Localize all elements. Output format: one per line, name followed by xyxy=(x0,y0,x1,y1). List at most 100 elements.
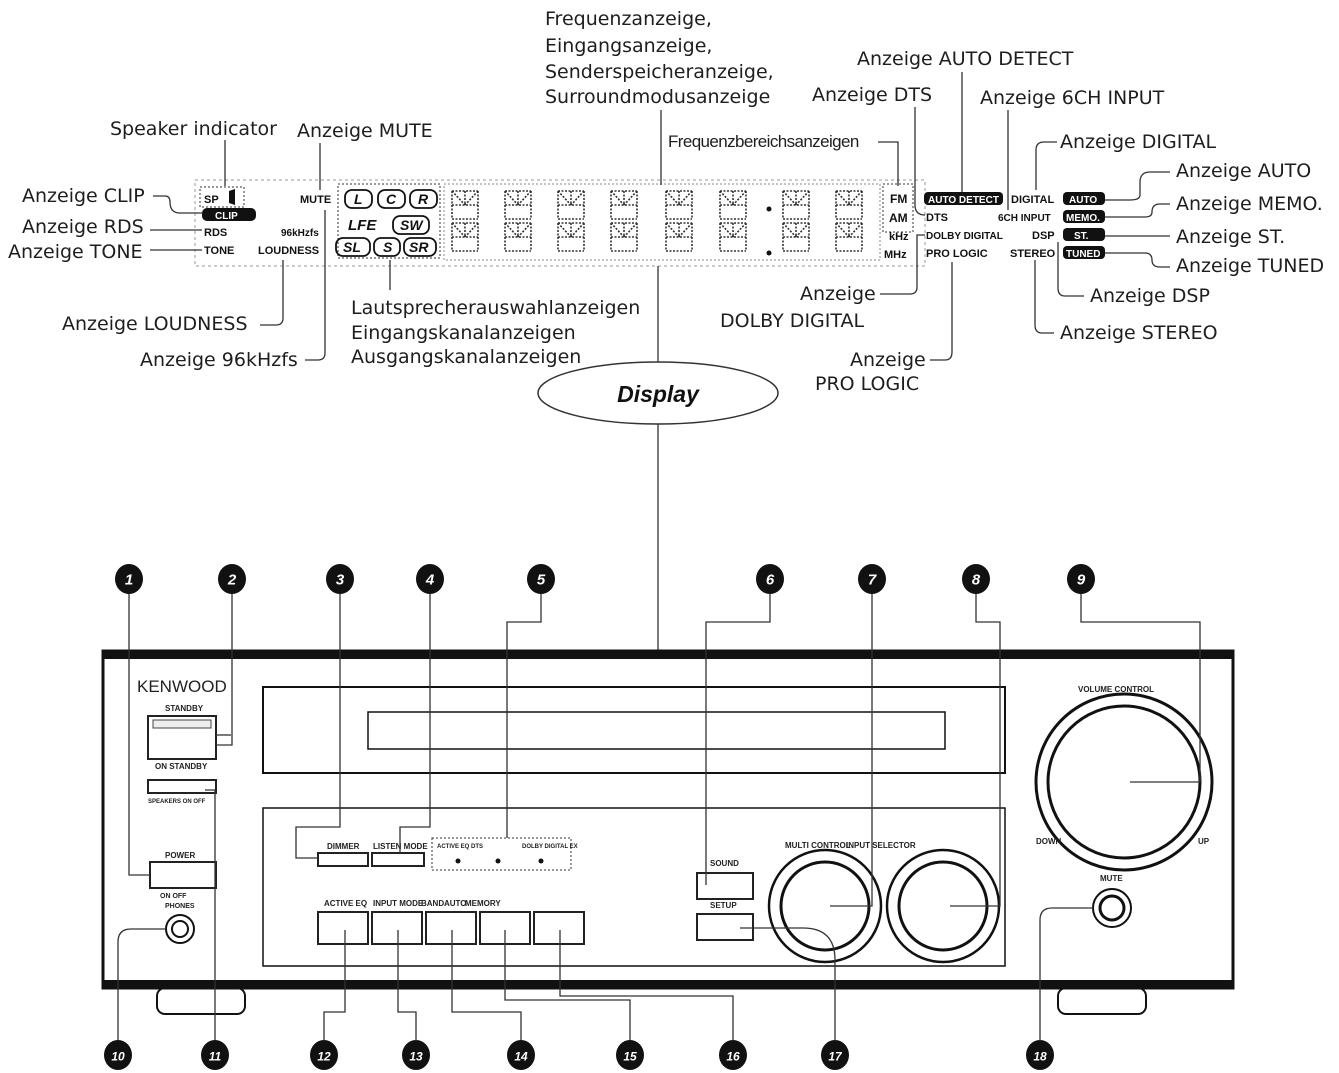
label-tone: Anzeige TONE xyxy=(8,241,143,263)
segment-digit xyxy=(557,190,585,220)
segment-digit xyxy=(665,222,693,252)
auto-indicator: AUTO xyxy=(1069,195,1097,206)
label-auto: Anzeige AUTO xyxy=(1176,160,1311,182)
active-eq-led xyxy=(455,858,461,864)
listen-mode-label: LISTEN MODE xyxy=(373,842,428,851)
volume-control-label: VOLUME CONTROL xyxy=(1078,685,1154,694)
label-dolby-2: DOLBY DIGITAL xyxy=(720,310,865,332)
stereo-indicator: STEREO xyxy=(1010,248,1056,260)
callout-badge-7: 7 xyxy=(858,564,886,594)
callout-badge-5: 5 xyxy=(527,564,555,594)
callout-number: 18 xyxy=(1033,1050,1047,1064)
label-freq-2: Eingangsanzeige, xyxy=(545,35,712,57)
callout-badge-13: 13 xyxy=(402,1040,430,1070)
label-6ch-input: Anzeige 6CH INPUT xyxy=(980,87,1165,109)
active-eq-button[interactable] xyxy=(317,911,369,945)
display-callout-label: Display xyxy=(617,381,700,407)
label-loudness: Anzeige LOUDNESS xyxy=(62,313,248,335)
phones-label: PHONES xyxy=(165,903,195,910)
label-rds: Anzeige RDS xyxy=(22,216,144,238)
segment-digit xyxy=(451,190,479,220)
segment-digit xyxy=(610,222,638,252)
callout-badge-16: 16 xyxy=(719,1040,747,1070)
speakers-button[interactable] xyxy=(147,779,217,794)
setup-button[interactable] xyxy=(696,913,754,941)
label-prologic-1: Anzeige xyxy=(850,349,926,371)
display-panel: SP MUTE CLIP RDS TONE 96kHzfs LOUDNESS L… xyxy=(194,179,1105,267)
segment-digit xyxy=(835,190,863,220)
label-speaker-3: Ausgangskanalanzeigen xyxy=(351,346,581,368)
callout-badge-14: 14 xyxy=(507,1040,535,1070)
callout-number: 12 xyxy=(317,1050,331,1064)
am-indicator: AM xyxy=(889,211,908,225)
loudness-indicator: LOUDNESS xyxy=(258,245,319,257)
channel-indicators: L C R LFE SW SL S SR xyxy=(335,189,438,257)
dimmer-button[interactable] xyxy=(317,852,369,867)
mute-indicator: MUTE xyxy=(300,194,331,206)
phones-jack[interactable] xyxy=(165,914,195,944)
listen-mode-button[interactable] xyxy=(371,852,425,867)
power-onoff-label: ON OFF xyxy=(160,893,187,900)
label-freq-3: Senderspeicheranzeige, xyxy=(545,61,774,83)
ch-c: C xyxy=(386,191,397,207)
label-speaker-2: Eingangskanalanzeigen xyxy=(351,322,576,344)
label-96khz: Anzeige 96kHzfs xyxy=(140,349,298,371)
ch-lfe: LFE xyxy=(348,217,377,234)
callout-number: 5 xyxy=(537,572,546,589)
standby-top-label: STANDBY xyxy=(165,704,204,713)
power-button[interactable] xyxy=(149,861,217,889)
segment-digit xyxy=(665,190,693,220)
callout-badge-15: 15 xyxy=(616,1040,644,1070)
callout-badge-4: 4 xyxy=(416,564,444,594)
standby-bottom-label: ON STANDBY xyxy=(155,762,208,771)
pro-logic-indicator: PRO LOGIC xyxy=(926,248,988,260)
callout-badge-10: 10 xyxy=(104,1040,132,1070)
callout-number: 14 xyxy=(514,1050,528,1064)
callout-badge-6: 6 xyxy=(756,564,784,594)
label-dts: Anzeige DTS xyxy=(812,84,932,106)
ch-sl: SL xyxy=(343,239,361,255)
band-button[interactable] xyxy=(425,911,477,945)
callout-badge-9: 9 xyxy=(1067,564,1095,594)
display-callout-labels: Speaker indicator Anzeige MUTE Anzeige C… xyxy=(8,8,1324,395)
segment-digit xyxy=(719,222,747,252)
segment-digit xyxy=(451,222,479,252)
front-panel: KENWOOD STANDBY ON STANDBY SPEAKERS ON O… xyxy=(101,649,1235,1015)
callout-number: 7 xyxy=(868,572,877,589)
label-speaker-1: Lautsprecherauswahlanzeigen xyxy=(351,297,640,319)
ch-r: R xyxy=(418,191,429,207)
label-dsp: Anzeige DSP xyxy=(1090,285,1210,307)
tuned-indicator: TUNED xyxy=(1066,249,1100,260)
input-mode-button[interactable] xyxy=(371,911,423,945)
dolby-digital-indicator: DOLBY DIGITAL xyxy=(926,231,1003,242)
sound-label: SOUND xyxy=(710,859,739,868)
volume-knob[interactable] xyxy=(1034,692,1214,872)
rds-indicator: RDS xyxy=(204,227,227,239)
callout-number: 2 xyxy=(227,572,237,589)
callout-badge-11: 11 xyxy=(201,1040,229,1070)
callout-number: 10 xyxy=(111,1050,125,1064)
callout-number: 13 xyxy=(409,1050,423,1064)
multi-control-label: MULTI CONTROL xyxy=(785,841,851,850)
callout-badge-12: 12 xyxy=(310,1040,338,1070)
callout-badge-2: 2 xyxy=(218,564,246,594)
callout-number: 1 xyxy=(125,572,133,589)
volume-down-label: DOWN xyxy=(1036,837,1062,846)
callout-badge-18: 18 xyxy=(1026,1040,1054,1070)
callout-number: 8 xyxy=(972,572,981,589)
brand-logo: KENWOOD xyxy=(137,677,227,696)
input-mode-label: INPUT MODE xyxy=(373,899,424,908)
callout-number: 16 xyxy=(726,1050,740,1064)
multi-control-knob[interactable] xyxy=(767,848,883,964)
dimmer-label: DIMMER xyxy=(327,842,360,851)
active-eq-dts-label: ACTIVE EQ DTS xyxy=(437,844,483,850)
label-tuned: Anzeige TUNED xyxy=(1176,255,1324,277)
speakers-label: SPEAKERS ON OFF xyxy=(148,799,206,805)
segment-digit xyxy=(504,190,532,220)
label-stereo: Anzeige STEREO xyxy=(1060,322,1218,344)
memory-button[interactable] xyxy=(533,911,585,945)
segment-dot xyxy=(766,206,772,212)
mute-button-label: MUTE xyxy=(1100,874,1123,883)
khz-indicator: kHz xyxy=(889,231,909,243)
